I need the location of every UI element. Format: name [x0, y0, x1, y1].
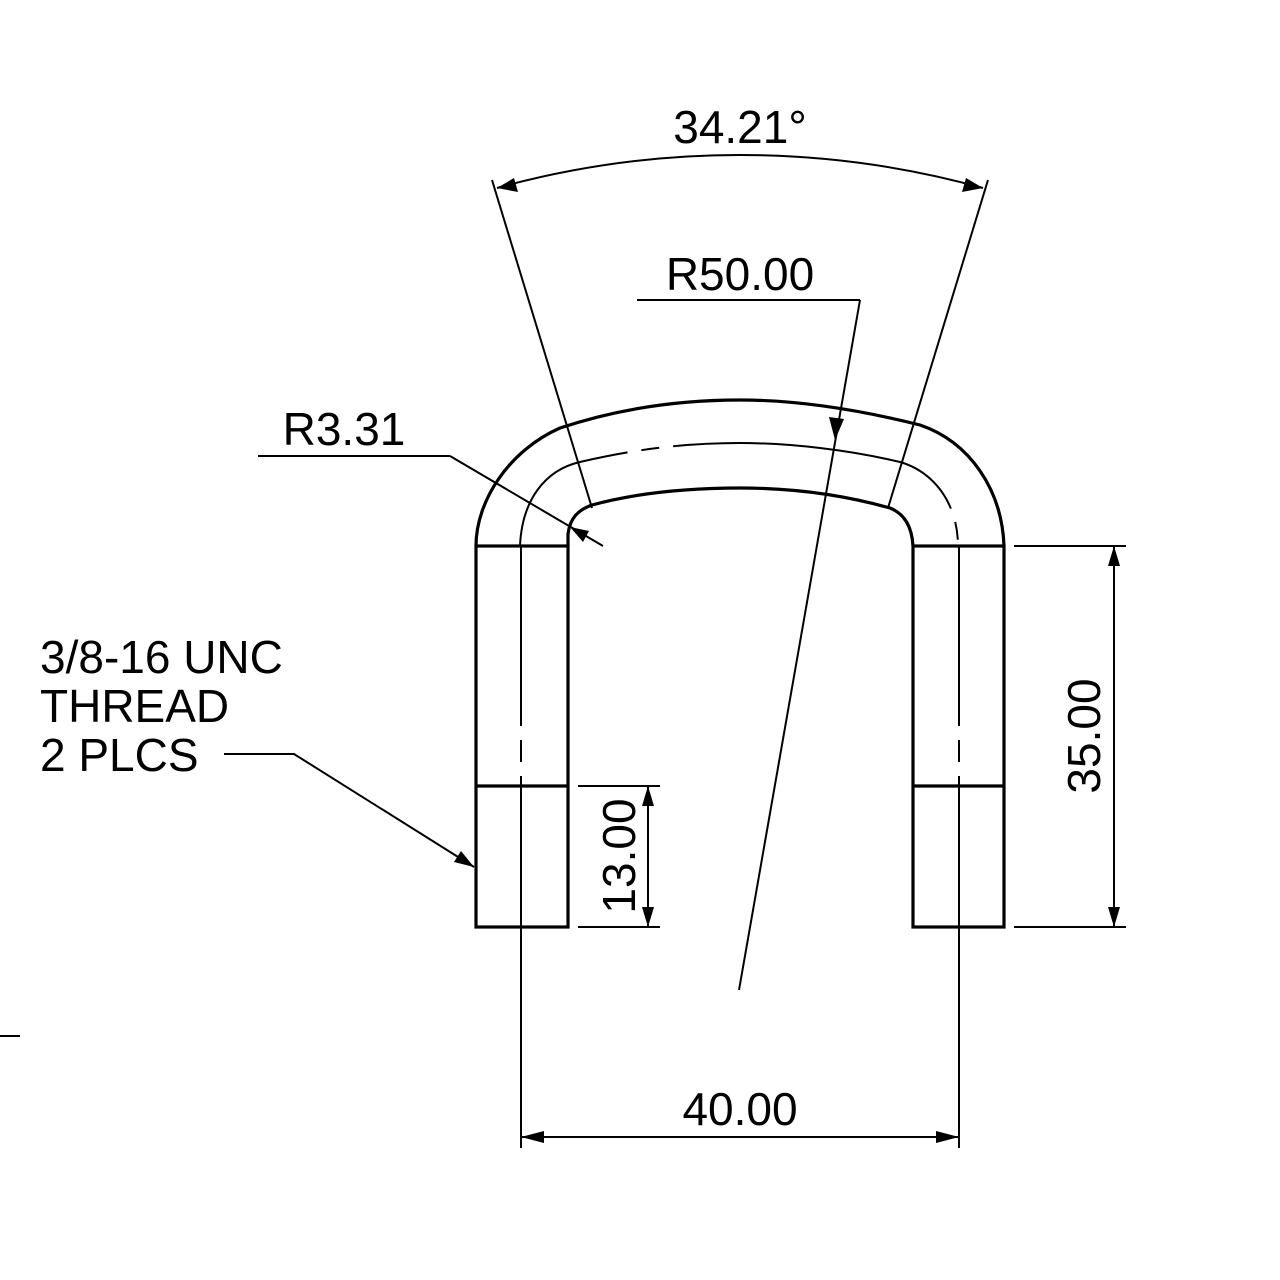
- angle-arrowhead-right: [962, 178, 983, 192]
- fillet-radius-dimension: R3.31: [258, 403, 604, 547]
- thread-length-dimension: 13.00: [578, 785, 660, 928]
- thread-note-line3: 2 PLCS: [40, 729, 199, 781]
- r50-leader-line: [738, 299, 861, 991]
- angle-extension-left: [491, 179, 593, 509]
- r331-label: R3.31: [283, 403, 406, 455]
- part-outline: [474, 398, 1006, 929]
- spacing-arrowhead-left: [521, 1131, 544, 1143]
- angle-extension-right: [887, 179, 989, 509]
- leg-length-label: 35.00: [1058, 678, 1110, 793]
- angle-dimension-arc: [496, 153, 984, 189]
- r50-arrowhead: [829, 417, 844, 440]
- bend-centerline: [519, 441, 959, 547]
- thread-note-line1: 3/8-16 UNC: [40, 631, 283, 683]
- angle-dimension: 34.21°: [491, 101, 989, 509]
- thread-note-arrowhead: [454, 851, 474, 867]
- centerlines: [519, 441, 960, 1040]
- leg-arrowhead-bottom: [1108, 907, 1120, 927]
- outer-bend-contour: [474, 398, 1006, 547]
- angle-dimension-label: 34.21°: [673, 101, 807, 153]
- center-spacing-label: 40.00: [682, 1083, 797, 1135]
- thread-length-label: 13.00: [593, 798, 645, 913]
- r331-arrowhead: [570, 527, 589, 542]
- thread-note-line2: THREAD: [40, 680, 229, 732]
- thread-note-leader: [224, 753, 475, 868]
- leg-length-dimension: 35.00: [1014, 545, 1126, 928]
- center-spacing-dimension: 40.00: [520, 960, 960, 1148]
- thread-callout-note: 3/8-16 UNC THREAD 2 PLCS: [40, 631, 475, 868]
- leg-arrowhead-top: [1108, 546, 1120, 566]
- thread-arrowhead-top: [642, 786, 654, 806]
- bend-radius-dimension: R50.00: [637, 248, 861, 991]
- angle-arrowhead-left: [497, 178, 518, 192]
- spacing-arrowhead-right: [936, 1131, 959, 1143]
- inner-bend-contour: [566, 486, 915, 547]
- r50-label: R50.00: [666, 248, 814, 300]
- thread-arrowhead-bottom: [642, 907, 654, 927]
